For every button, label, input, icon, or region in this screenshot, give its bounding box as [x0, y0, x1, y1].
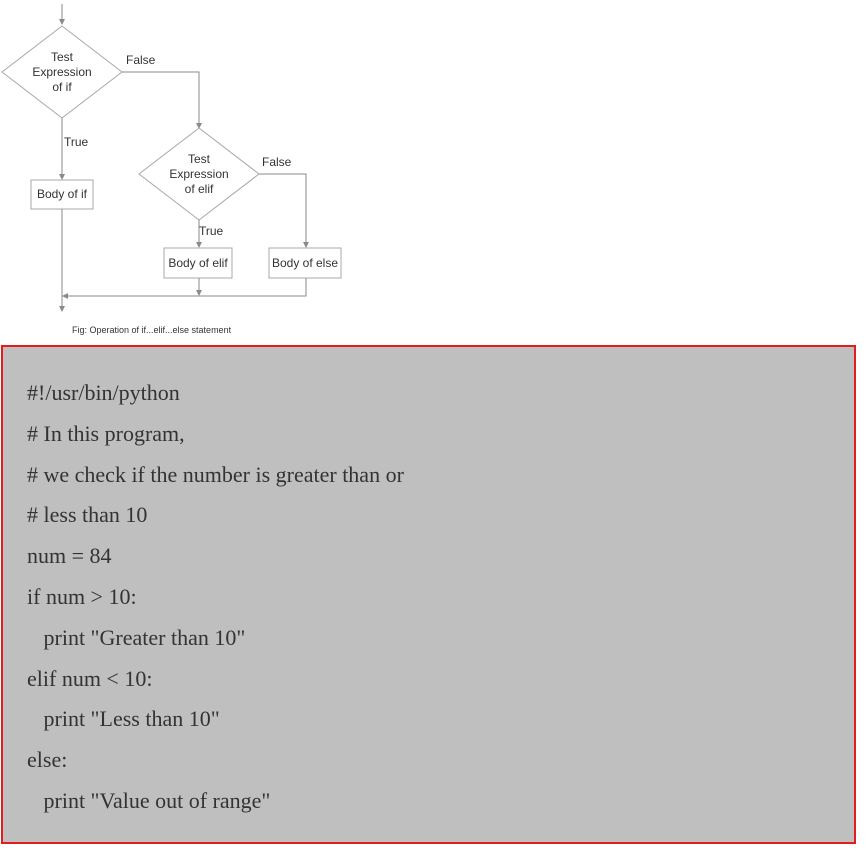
test-if-label-line2: Expression	[32, 65, 91, 79]
elif-true-arrowhead	[196, 242, 202, 248]
exit-arrowhead	[59, 306, 65, 312]
elif-false-label: False	[262, 155, 292, 169]
body-of-else-box	[268, 247, 342, 279]
code-line: elif num < 10:	[27, 665, 153, 691]
code-line: num = 84	[27, 543, 112, 569]
code-line: # we check if the number is greater than…	[27, 461, 404, 487]
elif-false-arrowhead	[303, 242, 309, 248]
if-false-label: False	[126, 53, 156, 67]
if-false-edge	[122, 71, 200, 124]
code-line: print "Greater than 10"	[27, 624, 246, 650]
if-true-arrowhead	[59, 174, 65, 180]
body-of-elif-label: Body of elif	[168, 256, 228, 270]
test-elif-label-line2: Expression	[169, 167, 228, 181]
body-of-elif-box	[163, 247, 233, 279]
code-line: print "Value out of range"	[27, 787, 271, 813]
figure-caption: Fig: Operation of if...elif...else state…	[72, 325, 232, 335]
if-true-label: True	[64, 135, 89, 149]
elif-false-edge	[259, 173, 307, 243]
body-of-elif-exit-arrowhead	[196, 290, 202, 296]
code-line: if num > 10:	[27, 583, 137, 609]
flowchart-diagram: Test Expression of if False True Body of…	[1, 4, 342, 335]
test-if-label-line1: Test	[51, 50, 74, 64]
test-elif-label-line1: Test	[188, 152, 211, 166]
code-line: else:	[27, 747, 68, 773]
code-line: #!/usr/bin/python	[27, 380, 180, 405]
entry-arrowhead	[59, 19, 65, 25]
code-line: # In this program,	[27, 420, 185, 446]
code-panel: #!/usr/bin/python # In this program, # w…	[1, 345, 856, 844]
body-of-if-label: Body of if	[37, 187, 88, 201]
test-elif-label-line3: of elif	[185, 182, 214, 196]
merge-arrowhead	[62, 293, 68, 299]
test-if-label-line3: of if	[52, 80, 72, 94]
elif-true-label: True	[199, 224, 224, 238]
if-false-arrowhead	[196, 123, 202, 129]
code-line: # less than 10	[27, 502, 148, 528]
code-line: print "Less than 10"	[27, 706, 220, 732]
code-listing: #!/usr/bin/python # In this program, # w…	[27, 377, 404, 826]
body-of-else-exit-line	[68, 278, 307, 297]
body-of-else-label: Body of else	[272, 256, 338, 270]
